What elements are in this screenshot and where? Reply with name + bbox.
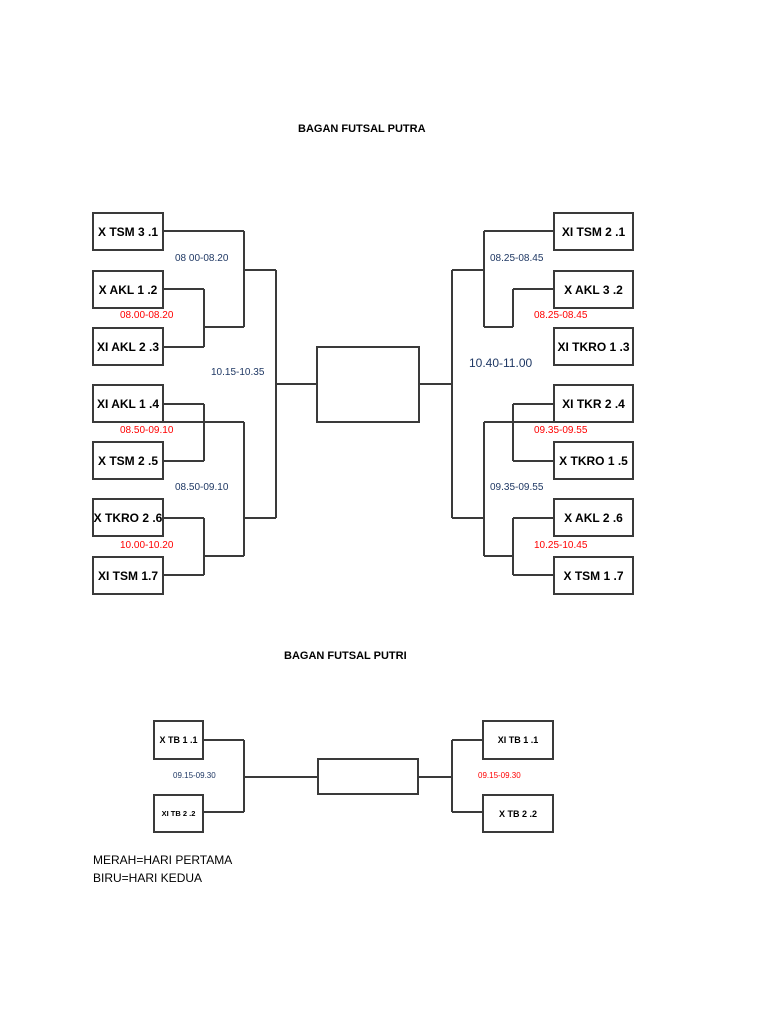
putra-left-team-1: X TSM 3 .1 bbox=[92, 212, 164, 251]
putra-time-left-5: 10.00-10.20 bbox=[120, 540, 174, 551]
putri-time-right: 09.15-09.30 bbox=[478, 771, 521, 780]
putra-right-team-4: XI TKR 2 .4 bbox=[553, 384, 634, 423]
putri-time-left: 09.15-09.30 bbox=[173, 771, 216, 780]
putra-time-left-6: 10.15-10.35 bbox=[211, 367, 265, 378]
putra-time-left-1: 08 00-08.20 bbox=[175, 253, 229, 264]
putri-right-team-2: X TB 2 .2 bbox=[482, 794, 554, 833]
putri-left-team-2: XI TB 2 .2 bbox=[153, 794, 204, 833]
putra-final-box bbox=[316, 346, 420, 423]
putra-left-team-5: X TSM 2 .5 bbox=[92, 441, 164, 480]
putra-left-team-6: X TKRO 2 .6 bbox=[92, 498, 164, 537]
putra-time-right-1: 08.25-08.45 bbox=[490, 253, 544, 264]
legend-blue-day: BIRU=HARI KEDUA bbox=[93, 871, 203, 885]
putra-right-team-3: XI TKRO 1 .3 bbox=[553, 327, 634, 366]
putra-right-team-5: X TKRO 1 .5 bbox=[553, 441, 634, 480]
putra-time-left-4: 08.50-09.10 bbox=[175, 482, 229, 493]
putra-time-right-3: 10.40-11.00 bbox=[469, 356, 533, 370]
putra-right-team-7: X TSM 1 .7 bbox=[553, 556, 634, 595]
putra-title: BAGAN FUTSAL PUTRA bbox=[298, 123, 426, 135]
putra-left-team-4: XI AKL 1 .4 bbox=[92, 384, 164, 423]
putri-final-box bbox=[317, 758, 419, 795]
putra-right-team-6: X AKL 2 .6 bbox=[553, 498, 634, 537]
putri-right-team-1: XI TB 1 .1 bbox=[482, 720, 554, 760]
legend-red-day: MERAH=HARI PERTAMA bbox=[93, 853, 233, 867]
putra-time-right-5: 09.35-09.55 bbox=[490, 482, 544, 493]
putri-left-team-1: X TB 1 .1 bbox=[153, 720, 204, 760]
putra-time-right-2: 08.25-08.45 bbox=[534, 310, 588, 321]
putra-time-left-2: 08.00-08.20 bbox=[120, 310, 174, 321]
putra-right-team-2: X AKL 3 .2 bbox=[553, 270, 634, 309]
putri-title: BAGAN FUTSAL PUTRI bbox=[284, 650, 407, 662]
putra-right-team-1: XI TSM 2 .1 bbox=[553, 212, 634, 251]
putra-time-right-4: 09.35-09.55 bbox=[534, 425, 588, 436]
putra-left-team-2: X AKL 1 .2 bbox=[92, 270, 164, 309]
putra-time-right-6: 10.25-10.45 bbox=[534, 540, 588, 551]
putra-left-team-3: XI AKL 2 .3 bbox=[92, 327, 164, 366]
putra-left-team-7: XI TSM 1.7 bbox=[92, 556, 164, 595]
putra-time-left-3: 08.50-09.10 bbox=[120, 425, 174, 436]
